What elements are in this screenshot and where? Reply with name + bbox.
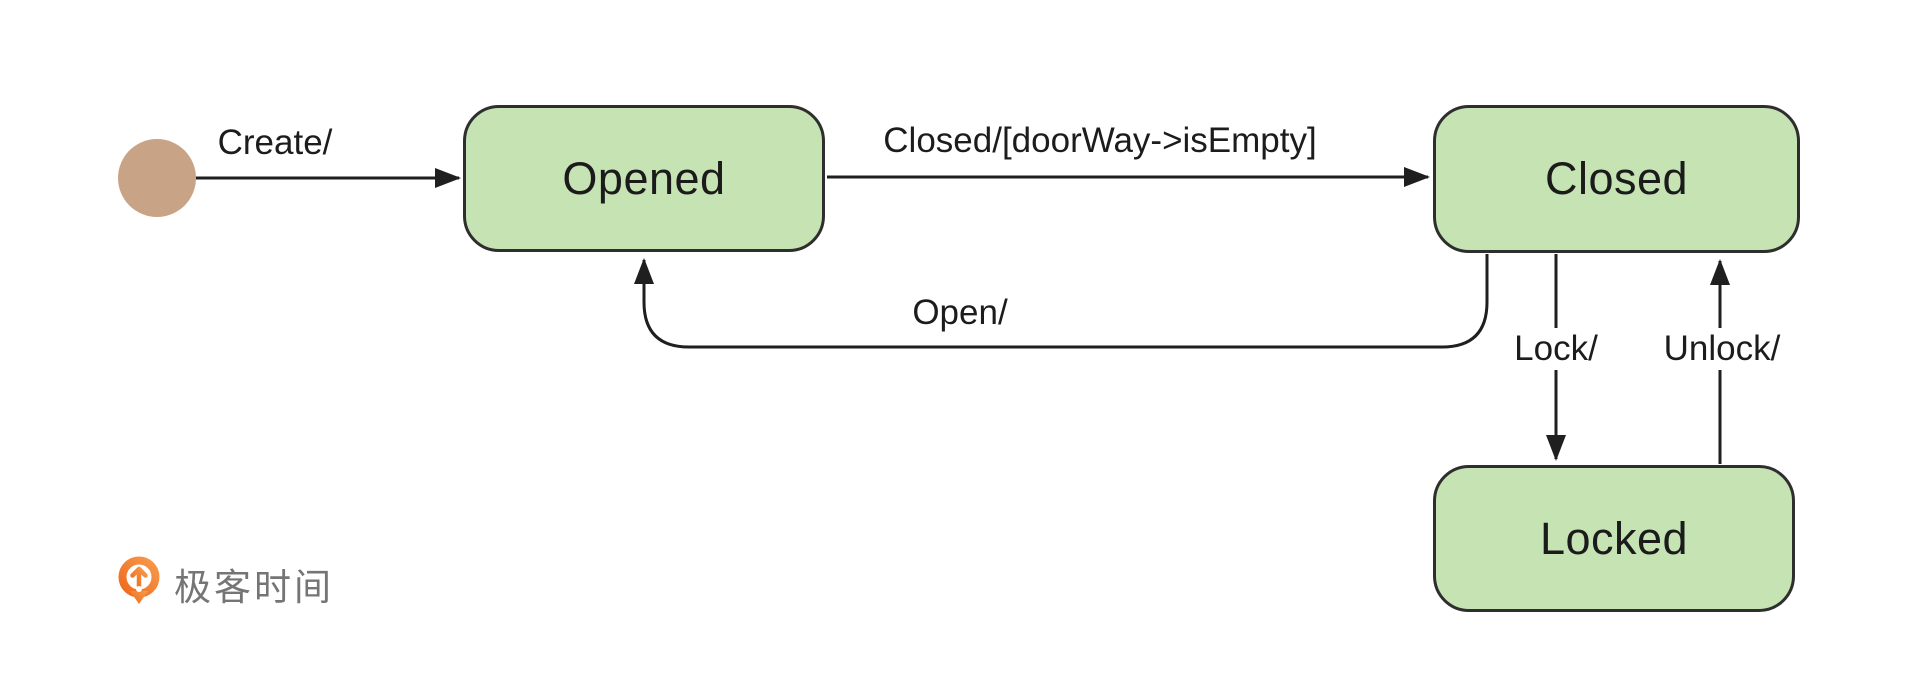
state-opened: Opened xyxy=(463,105,825,252)
initial-state-dot xyxy=(118,139,196,217)
brand-text: 极客时间 xyxy=(174,566,334,608)
state-locked-label: Locked xyxy=(1539,512,1689,564)
state-locked: Locked xyxy=(1433,465,1795,612)
transition-label-lock: Lock/ xyxy=(1507,328,1605,370)
transition-label-open: Open/ xyxy=(912,293,1008,332)
transition-label-create: Create/ xyxy=(217,123,333,162)
state-closed-label: Closed xyxy=(1544,153,1689,204)
state-closed: Closed xyxy=(1433,105,1800,253)
transition-label-closed-guard: Closed/[doorWay->isEmpty] xyxy=(883,121,1317,160)
edge-open-return xyxy=(634,254,1489,349)
geektime-logo-icon xyxy=(118,556,160,604)
brand-logo: 极客时间 xyxy=(118,556,334,614)
state-opened-label: Opened xyxy=(562,152,726,204)
transition-label-unlock: Unlock/ xyxy=(1656,328,1788,370)
